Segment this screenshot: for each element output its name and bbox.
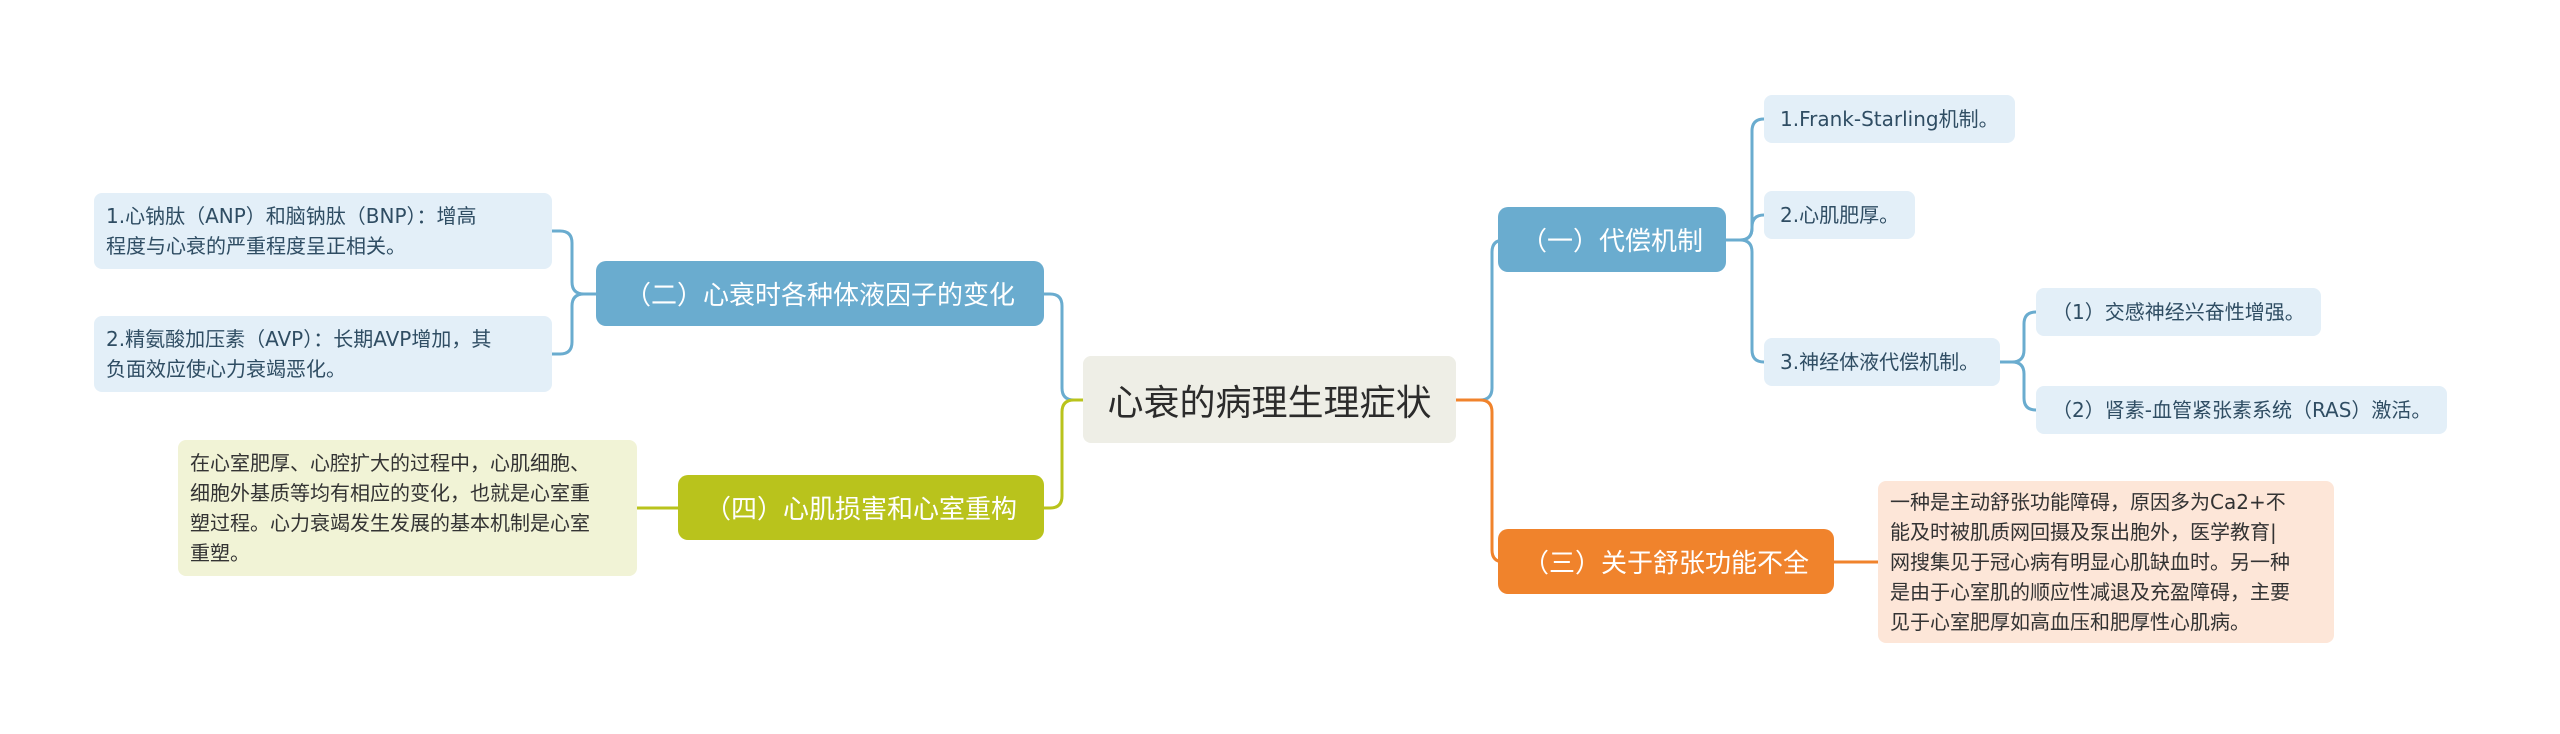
leaf-diastolic-detail[interactable]: 一种是主动舒张功能障碍，原因多为Ca2+不 能及时被肌质网回摄及泵出胞外，医学教… [1878,481,2334,643]
leaf-text: 1.Frank-Starling机制。 [1780,107,1999,131]
leaf-sympathetic[interactable]: （1）交感神经兴奋性增强。 [2036,288,2321,336]
leaf-text: 2.心肌肥厚。 [1780,203,1900,227]
leaf-line: 细胞外基质等均有相应的变化，也就是心室重 [190,481,590,505]
branch-remodeling[interactable]: （四）心肌损害和心室重构 [678,475,1044,540]
branch-label: （一）代偿机制 [1520,227,1703,257]
branch-label: （四）心肌损害和心室重构 [704,495,1017,525]
leaf-frank-starling[interactable]: 1.Frank-Starling机制。 [1764,95,2015,143]
leaf-line: 2.精氨酸加压素（AVP）：长期AVP增加，其 [106,327,492,351]
leaf-line: 重塑。 [190,541,250,565]
branch-diastolic-dysfunction[interactable]: （三）关于舒张功能不全 [1498,529,1834,594]
leaf-line: 塑过程。心力衰竭发生发展的基本机制是心室 [190,511,590,535]
connector-c3-g2 [1998,360,2046,412]
leaf-line: 程度与心衰的严重程度呈正相关。 [106,234,406,258]
connector-root-b2 [1042,292,1085,402]
connector-b1-c3 [1724,238,1774,364]
leaf-avp[interactable]: 2.精氨酸加压素（AVP）：长期AVP增加，其 负面效应使心力衰竭恶化。 [94,316,552,392]
leaf-line: 在心室肥厚、心腔扩大的过程中，心肌细胞、 [190,451,590,475]
root-topic[interactable]: 心衰的病理生理症状 [1083,356,1456,443]
leaf-ras-activation[interactable]: （2）肾素-血管紧张素系统（RAS）激活。 [2036,386,2448,434]
leaf-line: 负面效应使心力衰竭恶化。 [106,357,346,381]
leaf-line: 一种是主动舒张功能障碍，原因多为Ca2+不 [1890,490,2286,514]
branch-compensation[interactable]: （一）代偿机制 [1498,207,1726,272]
branch-label: （三）关于舒张功能不全 [1522,549,1809,579]
leaf-line: 是由于心室肌的顺应性减退及充盈障碍，主要 [1890,580,2290,604]
leaf-line: 见于心室肥厚如高血压和肥厚性心肌病。 [1890,610,2250,634]
connector-root-b4 [1042,398,1085,510]
leaf-line: 网搜集见于冠心病有明显心肌缺血时。另一种 [1890,550,2290,574]
leaf-remodeling-detail[interactable]: 在心室肥厚、心腔扩大的过程中，心肌细胞、 细胞外基质等均有相应的变化，也就是心室… [178,440,637,576]
root-topic-label: 心衰的病理生理症状 [1107,382,1432,424]
leaf-myocardial-hypertrophy[interactable]: 2.心肌肥厚。 [1764,191,1916,239]
leaf-text: （2）肾素-血管紧张素系统（RAS）激活。 [2052,398,2432,422]
branch-label: （二）心衰时各种体液因子的变化 [624,281,1015,311]
leaf-text: 3.神经体液代偿机制。 [1780,350,1980,374]
branch-humoral-factors[interactable]: （二）心衰时各种体液因子的变化 [596,261,1044,326]
leaf-line: 能及时被肌质网回摄及泵出胞外，医学教育| [1890,520,2277,544]
leaf-line: 1.心钠肽（ANP）和脑钠肽（BNP）：增高 [106,204,477,228]
connector-b2-c1 [550,229,598,296]
connector-b2-c2 [550,292,598,356]
leaf-anp-bnp[interactable]: 1.心钠肽（ANP）和脑钠肽（BNP）：增高 程度与心衰的严重程度呈正相关。 [94,193,552,269]
leaf-text: （1）交感神经兴奋性增强。 [2052,300,2305,324]
leaf-neurohumoral[interactable]: 3.神经体液代偿机制。 [1764,338,2000,386]
